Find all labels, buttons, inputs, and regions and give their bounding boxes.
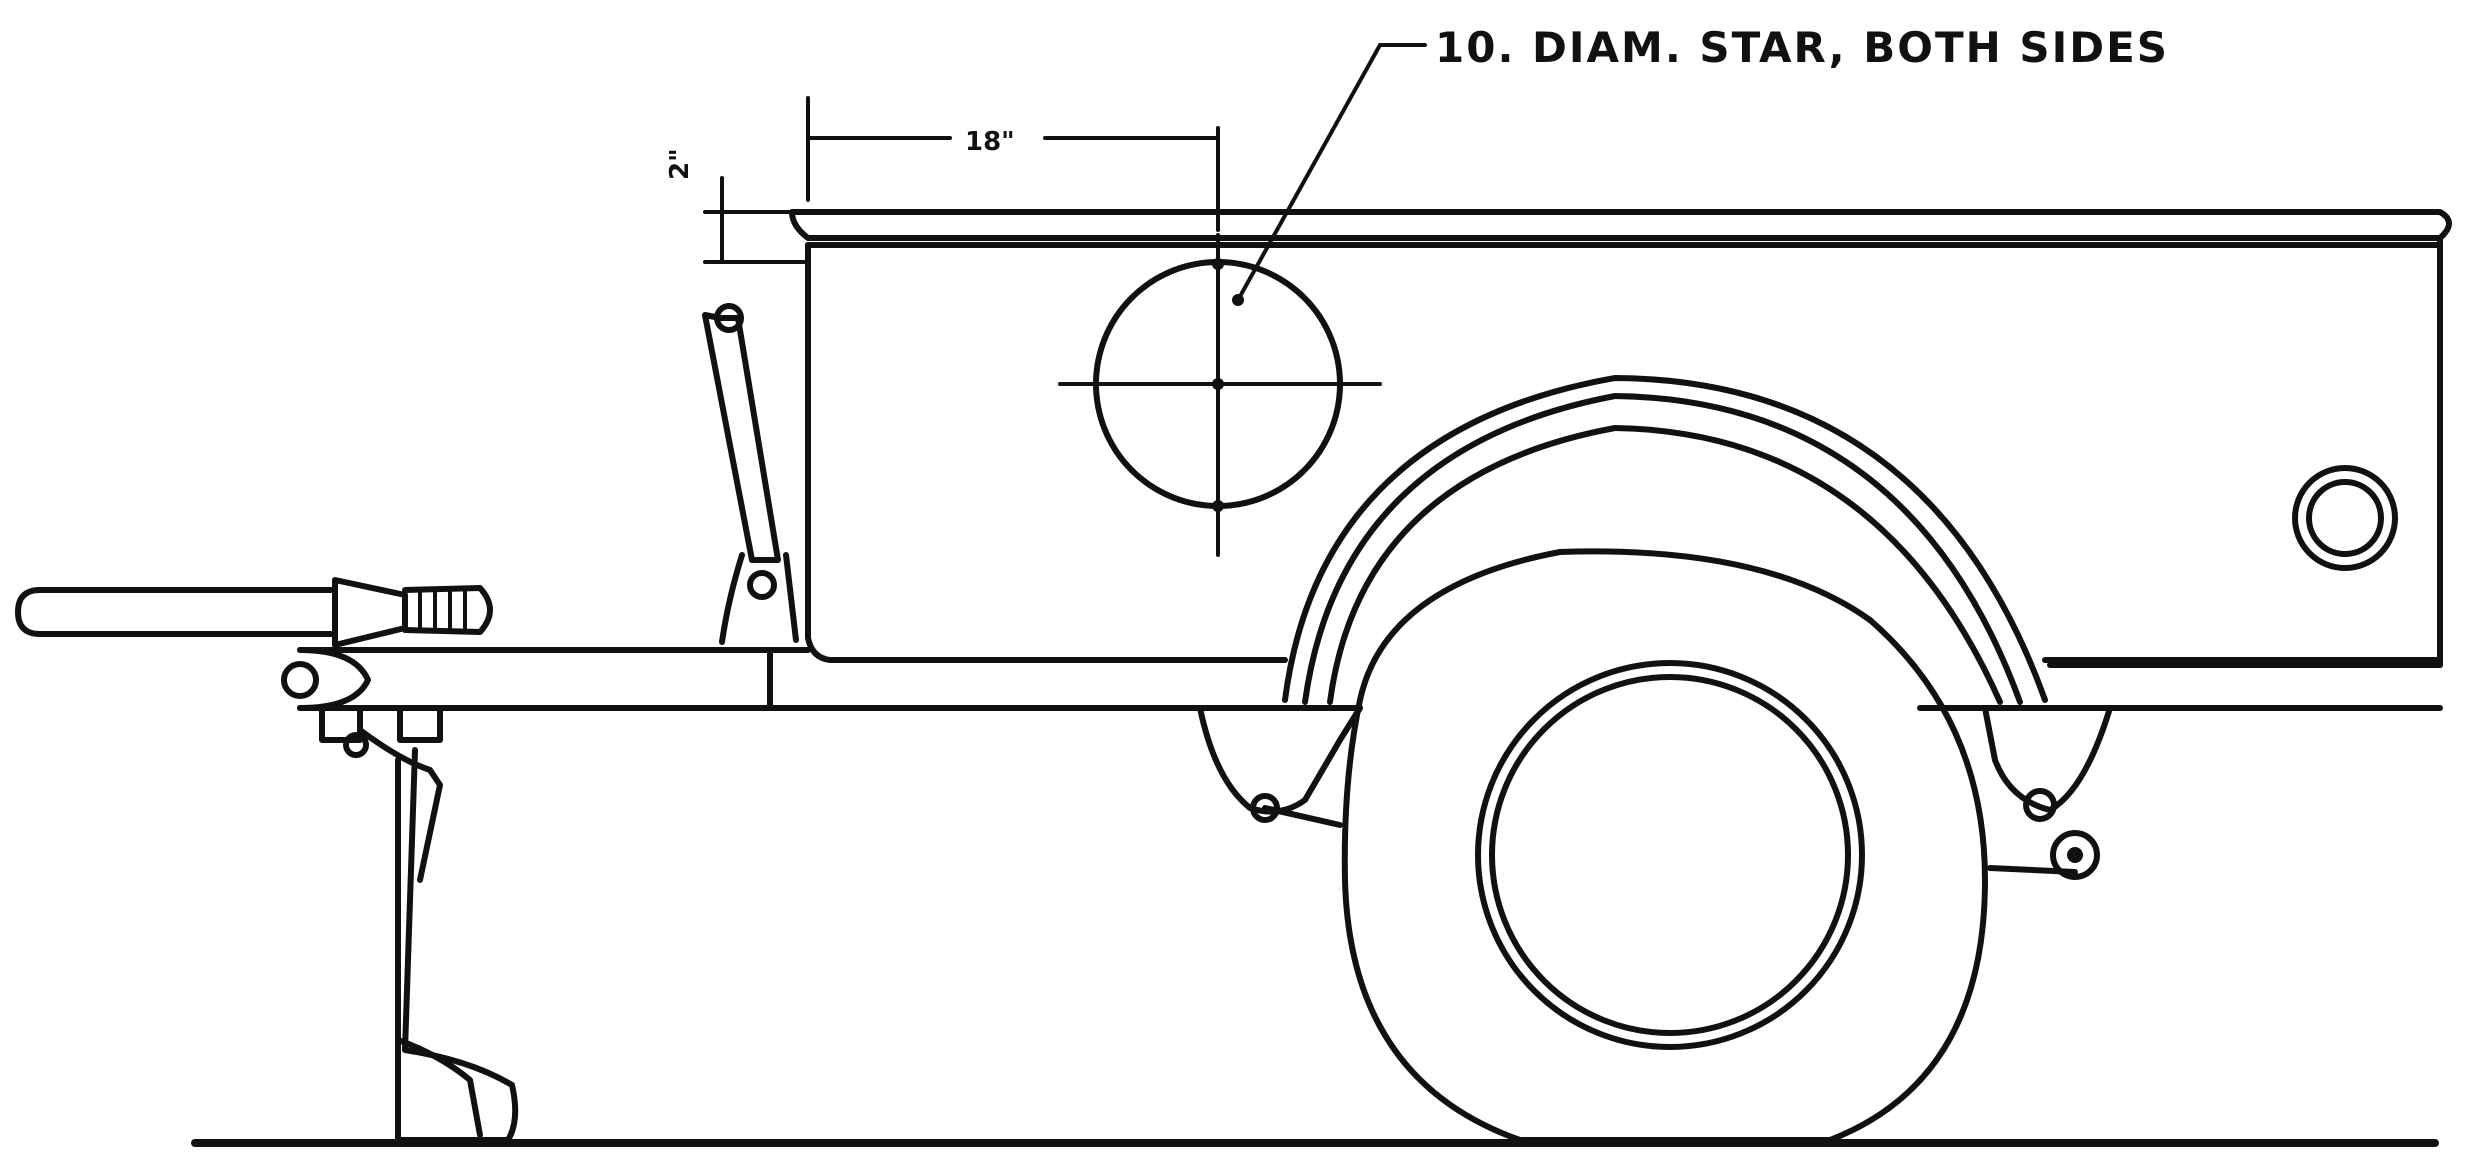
- spring-hanger-rear: [1982, 705, 2113, 880]
- trailer-body: [789, 209, 2452, 668]
- dimension-horizontal-label: 18": [965, 127, 1015, 157]
- star-position-marker: [1058, 233, 1382, 557]
- star-callout-label: 10. DIAM. STAR, BOTH SIDES: [1435, 23, 2169, 72]
- support-lever: [702, 303, 799, 645]
- star-callout: 10. DIAM. STAR, BOTH SIDES: [1232, 23, 2169, 306]
- wheel-tire: [1341, 548, 1988, 1143]
- wheel-rim: [1475, 660, 1865, 1050]
- dimension-vertical-label: 2": [665, 148, 695, 180]
- tow-handle: [15, 577, 493, 648]
- dimension-vertical: 2": [665, 148, 810, 264]
- reflector-light: [2292, 465, 2398, 571]
- fender: [1282, 375, 2048, 705]
- dimension-horizontal: 18": [806, 96, 1220, 232]
- front-support-stand: [319, 705, 519, 1143]
- tire: [1341, 548, 1988, 1143]
- spring-hanger-front: [1197, 705, 1363, 828]
